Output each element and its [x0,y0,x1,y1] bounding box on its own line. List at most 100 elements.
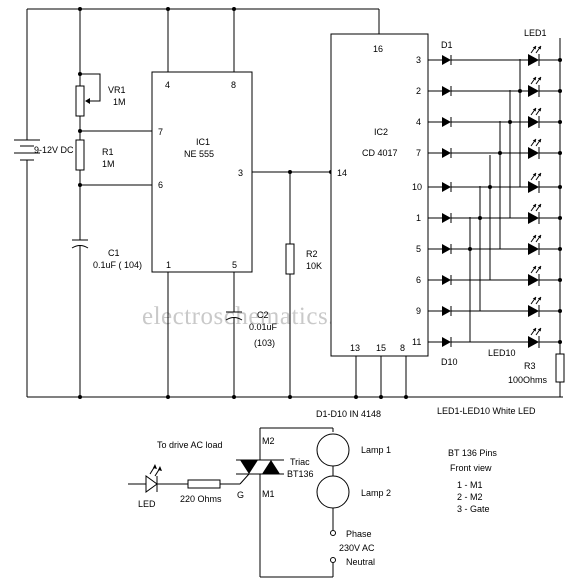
led [528,274,539,286]
r1-resistor [75,139,85,171]
diode [442,306,451,316]
led [528,336,539,348]
triac-name: Triac [290,457,310,467]
ic1-pin-7: 7 [158,127,163,137]
driver-led-label: LED [138,499,156,509]
diode [442,55,451,65]
diode [442,275,451,285]
gate-label: G [237,490,244,500]
diode [442,86,451,96]
bt136-subtitle: Front view [450,463,492,473]
ic1-pin-4: 4 [165,80,170,90]
gate-resistor [187,479,221,489]
led-emission-arrow-head [537,108,541,112]
bt136-title: BT 136 Pins [448,448,497,458]
led [528,85,539,97]
led-emission-arrow-head [537,139,541,143]
phase-label: Phase [346,529,372,539]
ic1-pin-5: 5 [232,260,237,270]
diode [442,117,451,127]
ic2-output-pin: 7 [416,148,421,158]
diode [442,337,451,347]
led-emission-arrow-head [537,266,541,270]
ic2-cd4017: IC2 CD 4017 16 14 13 15 8 3 2 4 7 10 1 5… [330,33,429,399]
ic1-pin-3: 3 [238,168,243,178]
r1-value: 1M [102,159,115,169]
ic1-part: NE 555 [184,149,214,159]
led-array-labels: D1 D10 LED1 LED10 R3 100Ohms D1-D10 IN 4… [316,28,565,419]
led-emission-arrow-head [532,328,536,332]
ic1-name: IC1 [196,137,210,147]
led [528,212,539,224]
ic2-output-pin: 6 [416,275,421,285]
m2-label: M2 [262,436,275,446]
lamp1-label: Lamp 1 [361,445,391,455]
led-emission-arrow-head [537,235,541,239]
neutral-terminal [330,557,336,563]
triac-part: BT136 [287,469,314,479]
diode [442,148,451,158]
vr1-name: VR1 [108,85,126,95]
ic2-name: IC2 [374,127,388,137]
bt136-pin: 3 - Gate [457,504,490,514]
ic2-output-pin: 2 [416,86,421,96]
phase-terminal [330,530,336,536]
m1-label: M1 [262,489,275,499]
led-emission-arrow-head [537,204,541,208]
c2-value: 0.01uF [249,322,278,332]
battery-label: 9-12V DC [34,145,74,155]
r2-name: R2 [306,249,318,259]
ic2-output-pin: 4 [416,117,421,127]
bt136-pin: 1 - M1 [457,480,483,490]
led-emission-arrow-head [537,173,541,177]
led-emission-arrow-head [532,108,536,112]
r3-value: 100Ohms [508,375,548,385]
power-rails [26,8,563,398]
led [528,181,539,193]
led-emission-arrow-head [537,297,541,301]
led-emission-arrow-head [532,77,536,81]
lamp2-label: Lamp 2 [361,488,391,498]
led-emission-arrow-head [537,46,541,50]
led-emission-arrow-head [532,204,536,208]
ic1-pin-1: 1 [166,260,171,270]
triac [236,459,284,475]
led-emission-arrow-head [532,173,536,177]
vr1-potentiometer [75,85,85,117]
d1-label: D1 [441,40,453,50]
diode-led-array [428,45,562,348]
led [528,147,539,159]
gate-resistor-label: 220 Ohms [180,494,222,504]
ic2-output-pin: 11 [412,337,421,347]
ic2-output-pin: 3 [416,55,421,65]
lamp-1 [316,433,350,467]
bt136-pin: 2 - M2 [457,492,483,502]
supply-label: 230V AC [339,543,375,553]
led10-label: LED10 [488,348,516,358]
diode [442,182,451,192]
battery: 9-12V DC [14,139,74,168]
ic2-output-pin: 5 [416,244,421,254]
bt136-pinout-note: BT 136 Pins Front view 1 - M1 2 - M2 3 -… [448,448,497,514]
ic1-pin-6: 6 [158,180,163,190]
led-emission-arrow-head [532,266,536,270]
d10-label: D10 [441,357,458,367]
ic1-pin-8: 8 [231,80,236,90]
diodes-note: D1-D10 IN 4148 [316,409,381,419]
led-emission-arrow-head [532,297,536,301]
vr1-value: 1M [113,97,126,107]
ac-load-circuit: To drive AC load LED 220 Ohms G Triac BT… [128,427,391,578]
led1-label: LED1 [524,28,547,38]
neutral-label: Neutral [346,557,375,567]
c2-code: (103) [254,338,275,348]
r2-value: 10K [306,261,322,271]
r2-resistor: R2 10K [285,172,322,399]
led-emission-arrow-head [532,139,536,143]
lamp-2 [316,475,350,509]
led-emission-arrow-head [532,46,536,50]
led [528,116,539,128]
ic1-ne555: IC1 NE 555 4 8 7 6 3 1 5 C2 0.01uF (103) [151,7,333,399]
led [528,243,539,255]
ic2-output-pin: 10 [412,182,422,192]
